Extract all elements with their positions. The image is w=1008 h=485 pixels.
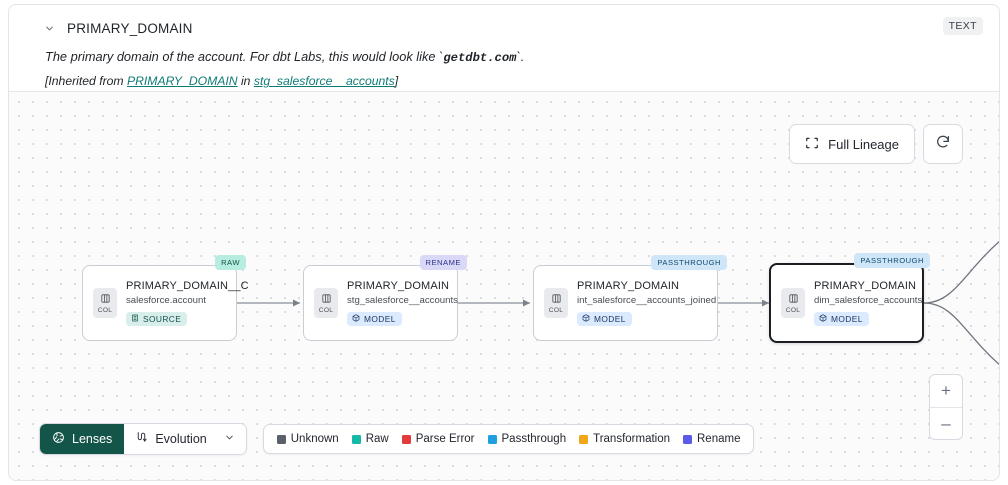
legend-swatch-rename	[683, 434, 692, 444]
expand-icon	[805, 136, 819, 153]
legend-label: Unknown	[290, 433, 339, 445]
chevron-down-icon[interactable]	[41, 20, 57, 36]
full-lineage-button[interactable]: Full Lineage	[789, 124, 915, 164]
column-icon	[321, 293, 332, 306]
column-chip: COL	[544, 288, 568, 318]
zoom-out-button[interactable]: –	[930, 407, 962, 439]
node-subtitle: int_salesforce__accounts_joined	[577, 294, 717, 306]
node-kind-badge: MODEL	[814, 311, 869, 326]
node-body: PRIMARY_DOMAIN dim_salesforce_accounts M…	[814, 280, 922, 327]
column-chip: COL	[314, 288, 338, 318]
cube-icon	[352, 313, 360, 324]
lenses-button[interactable]: Lenses	[40, 424, 125, 454]
lineage-node-selected[interactable]: PASSTHROUGH COL PRIMARY_DOMAIN dim_sales…	[769, 253, 930, 343]
legend-item: Rename	[683, 433, 740, 445]
column-chip: COL	[93, 288, 117, 318]
inherited-prefix: [Inherited from	[45, 74, 127, 89]
inherited-from-note: [Inherited from PRIMARY_DOMAIN in stg_sa…	[45, 74, 983, 88]
legend-label: Raw	[365, 433, 389, 445]
lenses-label: Lenses	[72, 432, 113, 446]
lineage-node[interactable]: PASSTHROUGH COL PRIMARY_DOMAIN int_sales…	[533, 255, 727, 341]
legend-item: Raw	[351, 433, 389, 445]
column-chip-label: COL	[548, 306, 564, 314]
evolution-icon	[135, 431, 148, 447]
node-title: PRIMARY_DOMAIN__C	[126, 279, 249, 292]
node-tag-badge: PASSTHROUGH	[651, 255, 727, 270]
node-kind-label: SOURCE	[143, 313, 182, 324]
refresh-icon	[935, 134, 951, 155]
legend-swatch-transformation	[579, 434, 589, 444]
node-title: PRIMARY_DOMAIN	[577, 279, 680, 292]
legend-swatch-unknown	[276, 434, 286, 444]
column-icon	[100, 293, 111, 306]
type-badge: TEXT	[942, 17, 983, 35]
chevron-down-icon	[224, 432, 235, 446]
zoom-controls: + –	[929, 374, 963, 440]
full-lineage-label: Full Lineage	[828, 136, 899, 152]
legend-swatch-raw	[351, 434, 361, 444]
column-chip-label: COL	[785, 306, 801, 314]
legend-swatch-parse-error	[401, 434, 411, 444]
column-icon	[788, 293, 799, 306]
legend-item: Unknown	[276, 433, 339, 445]
legend-label: Rename	[697, 433, 741, 445]
description-suffix: `.	[516, 49, 525, 64]
node-tag-badge: RENAME	[419, 255, 467, 270]
node-kind-badge: MODEL	[577, 311, 632, 326]
refresh-button[interactable]	[923, 124, 963, 164]
canvas-top-controls: Full Lineage	[789, 124, 963, 164]
legend-label: Transformation	[593, 433, 670, 445]
node-tag-badge: PASSTHROUGH	[854, 253, 930, 268]
inherited-mid: in	[237, 74, 254, 89]
description-code: getdbt.com	[443, 51, 517, 65]
node-kind-badge: MODEL	[347, 311, 402, 326]
description-prefix: The primary domain of the account. For d…	[45, 49, 444, 64]
node-title: PRIMARY_DOMAIN	[814, 279, 917, 292]
column-description: The primary domain of the account. For d…	[45, 48, 983, 67]
legend-item: Parse Error	[401, 433, 475, 445]
lineage-node[interactable]: RENAME COL PRIMARY_DOMAIN stg_salesforce…	[303, 255, 467, 341]
node-title: PRIMARY_DOMAIN	[347, 279, 450, 292]
evolution-label: Evolution	[155, 432, 207, 446]
inherited-suffix: ]	[394, 74, 399, 89]
column-chip-label: COL	[97, 306, 113, 314]
node-tag-badge: RAW	[215, 255, 246, 270]
cube-icon	[819, 313, 827, 324]
card-header: PRIMARY_DOMAIN TEXT The primary domain o…	[9, 5, 999, 91]
node-kind-label: MODEL	[831, 313, 863, 324]
column-chip-label: COL	[318, 306, 334, 314]
inherited-model-link[interactable]: stg_salesforce__accounts	[253, 74, 395, 89]
legend-item: Passthrough	[487, 433, 567, 445]
node-subtitle: stg_salesforce__accounts	[347, 294, 458, 306]
legend-label: Passthrough	[501, 433, 567, 445]
node-body: PRIMARY_DOMAIN stg_salesforce__accounts …	[347, 280, 458, 327]
page-title: PRIMARY_DOMAIN	[67, 20, 193, 36]
node-body: PRIMARY_DOMAIN__C salesforce.account SOU…	[126, 280, 249, 327]
node-subtitle: salesforce.account	[126, 294, 206, 306]
database-icon	[131, 314, 139, 324]
node-kind-badge: SOURCE	[126, 311, 188, 326]
cube-icon	[582, 313, 590, 324]
node-kind-label: MODEL	[364, 313, 396, 324]
lineage-canvas[interactable]: Full Lineage	[9, 91, 999, 480]
lineage-node[interactable]: RAW COL PRIMARY_DOMAIN__C salesforce.acc…	[82, 255, 249, 341]
zoom-in-button[interactable]: +	[941, 381, 951, 400]
column-detail-card: PRIMARY_DOMAIN TEXT The primary domain o…	[8, 4, 1000, 481]
lineage-edges	[237, 240, 999, 366]
legend-item: Transformation	[579, 433, 670, 445]
column-chip: COL	[781, 288, 805, 318]
legend-label: Parse Error	[415, 433, 475, 445]
column-icon	[551, 293, 562, 306]
node-body: PRIMARY_DOMAIN int_salesforce__accounts_…	[577, 280, 716, 327]
inherited-column-link[interactable]: PRIMARY_DOMAIN	[126, 74, 238, 89]
node-subtitle: dim_salesforce_accounts	[814, 294, 923, 306]
edge-type-legend: Unknown Raw Parse Error Passthrough	[262, 424, 755, 454]
aperture-icon	[52, 431, 65, 447]
legend-swatch-passthrough	[487, 434, 497, 444]
node-kind-label: MODEL	[594, 313, 626, 324]
canvas-bottom-toolbar: Lenses Evolution U	[39, 423, 755, 455]
lens-evolution-group: Lenses Evolution	[39, 423, 247, 455]
evolution-dropdown[interactable]: Evolution	[124, 424, 246, 454]
